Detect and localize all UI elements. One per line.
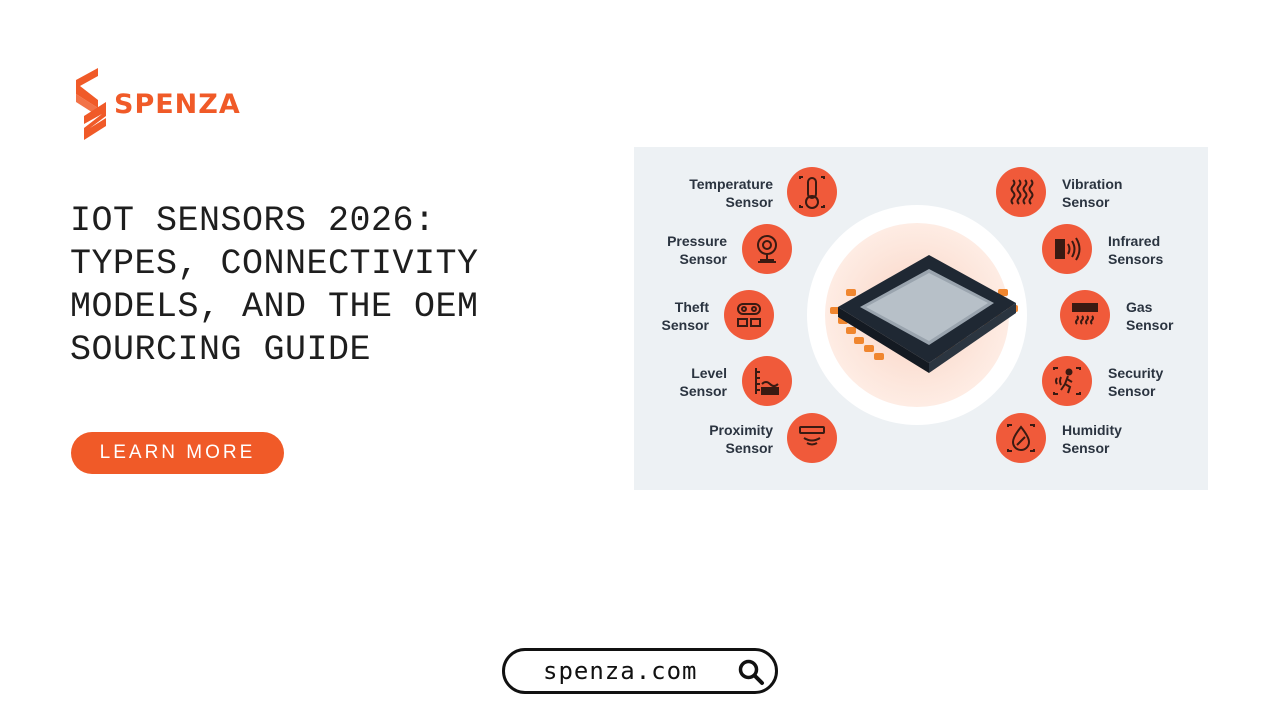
- vibration-icon: [996, 167, 1046, 217]
- sensor-label-proximity: Proximity Sensor: [709, 422, 773, 456]
- pressure-gauge-icon: [742, 224, 792, 274]
- humidity-icon: [996, 413, 1046, 463]
- sensor-label-gas: Gas Sensor: [1126, 299, 1174, 333]
- sensor-label-level: Level Sensor: [679, 365, 727, 399]
- sensor-infographic: Temperature Sensor Pressure Sensor Theft…: [634, 147, 1208, 490]
- sensor-label-humidity: Humidity Sensor: [1062, 422, 1122, 456]
- title-line: SOURCING GUIDE: [70, 330, 372, 370]
- sensor-label-infrared: Infrared Sensors: [1108, 233, 1164, 267]
- search-icon[interactable]: [737, 658, 765, 686]
- security-motion-icon: [1042, 356, 1092, 406]
- spenza-logo-icon: [76, 68, 106, 140]
- proximity-icon: [787, 413, 837, 463]
- title-line: TYPES, CONNECTIVITY: [70, 244, 479, 284]
- thermometer-icon: [787, 167, 837, 217]
- title-line: IOT SENSORS 2026:: [70, 201, 436, 241]
- level-gauge-icon: [742, 356, 792, 406]
- theft-alarm-icon: [724, 290, 774, 340]
- sensor-label-pressure: Pressure Sensor: [667, 233, 727, 267]
- website-url: spenza.com: [543, 657, 698, 685]
- brand-logo[interactable]: SPENZA: [76, 68, 241, 140]
- page-title: IOT SENSORS 2026: TYPES, CONNECTIVITY MO…: [70, 200, 590, 372]
- brand-name: SPENZA: [114, 88, 241, 120]
- title-line: MODELS, AND THE OEM: [70, 287, 479, 327]
- infrared-icon: [1042, 224, 1092, 274]
- sensor-label-theft: Theft Sensor: [661, 299, 709, 333]
- sensor-label-security: Security Sensor: [1108, 365, 1164, 399]
- website-search-pill[interactable]: spenza.com: [502, 648, 778, 694]
- microchip-icon: [830, 255, 1018, 373]
- gas-icon: [1060, 290, 1110, 340]
- learn-more-button[interactable]: LEARN MORE: [71, 432, 284, 474]
- sensor-label-vibration: Vibration Sensor: [1062, 176, 1123, 210]
- sensor-label-temperature: Temperature Sensor: [689, 176, 773, 210]
